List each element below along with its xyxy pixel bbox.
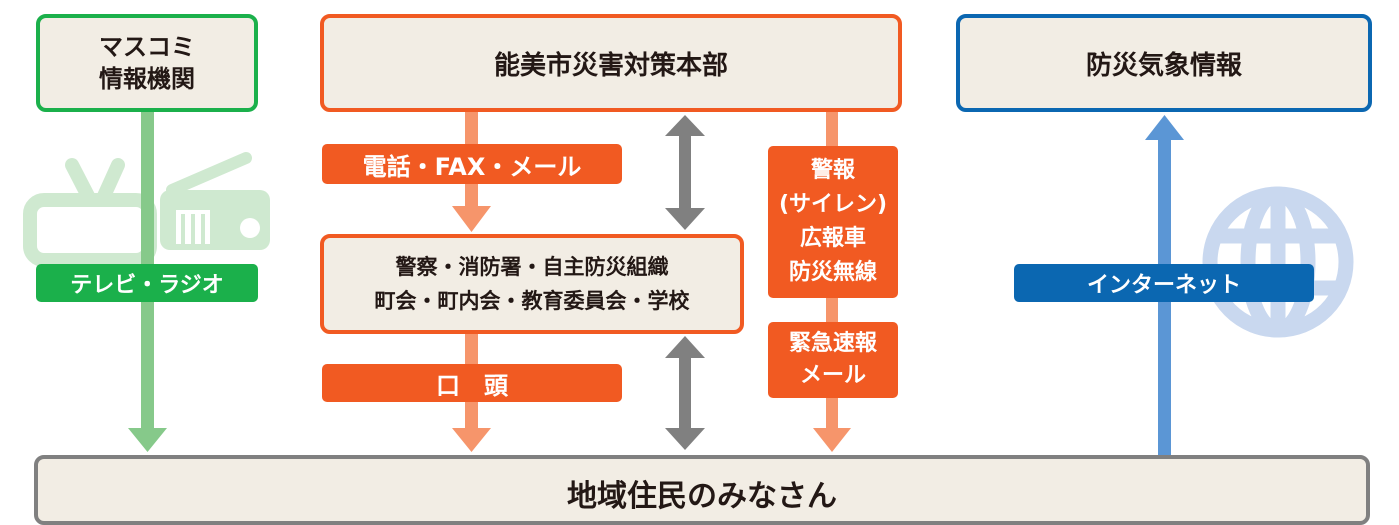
warning-line-1: 警報 <box>810 158 855 183</box>
organizations-line-1: 警察・消防署・自主防災組織 <box>395 255 669 279</box>
hq-box: 能美市災害対策本部 <box>320 14 902 112</box>
media-line-1: マスコミ <box>99 33 195 61</box>
tv-radio-label: テレビ・ラジオ <box>36 264 258 302</box>
media-line-2: 情報機関 <box>99 65 195 93</box>
organizations-box: 警察・消防署・自主防災組織 町会・町内会・教育委員会・学校 <box>320 234 744 334</box>
residents-box: 地域住民のみなさん <box>34 455 1370 525</box>
weather-box: 防災気象情報 <box>956 14 1372 112</box>
hq-warning-arrow <box>813 112 851 452</box>
emergency-line-1: 緊急速報 <box>788 331 877 356</box>
emergency-line-2: メール <box>799 363 866 388</box>
phone-fax-mail-label: 電話・FAX・メール <box>322 144 622 184</box>
oral-label: 口 頭 <box>322 364 622 402</box>
weather-label: 防災気象情報 <box>1085 50 1242 81</box>
warning-line-2: (サイレン) <box>778 192 888 217</box>
radio-icon <box>160 152 270 250</box>
organizations-line-2: 町会・町内会・教育委員会・学校 <box>374 289 690 313</box>
internet-label: インターネット <box>1014 264 1314 302</box>
hq-label: 能美市災害対策本部 <box>493 50 728 81</box>
warning-line-4: 防災無線 <box>788 260 877 285</box>
warning-label: 警報 (サイレン) 広報車 防災無線 <box>768 146 898 298</box>
emergency-mail-label: 緊急速報 メール <box>768 322 898 398</box>
residents-label: 地域住民のみなさん <box>567 479 837 514</box>
warning-line-3: 広報車 <box>799 226 866 251</box>
org-residents-double-arrow <box>665 336 705 450</box>
hq-org-double-arrow <box>665 115 705 230</box>
media-box: マスコミ 情報機関 <box>36 14 258 112</box>
